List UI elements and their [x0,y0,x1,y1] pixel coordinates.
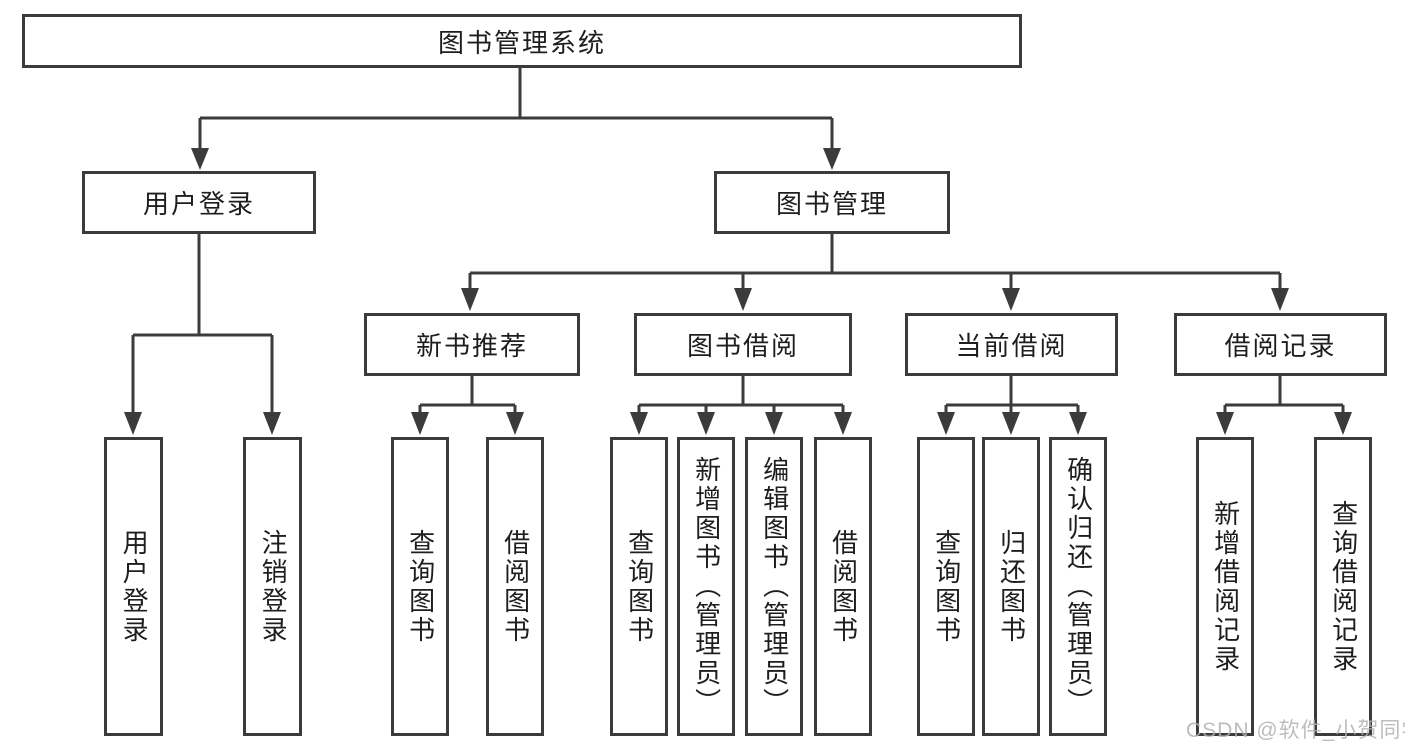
leaf-query-books-borrow: 查询图书 [610,437,668,736]
leaf-edit-book-admin: 编辑图书（管理员） [745,437,803,736]
node-book-borrow: 图书借阅 [634,313,852,376]
leaf-query-books-current: 查询图书 [917,437,975,736]
leaf-query-books-recommend: 查询图书 [391,437,449,736]
arrowhead-book-management [823,148,841,170]
arrowhead-book-borrow [734,288,752,311]
leaf-query-borrow-record: 查询借阅记录 [1314,437,1372,736]
leaf-borrow-books: 借阅图书 [814,437,872,736]
leaf-add-book-admin: 新增图书（管理员） [677,437,735,736]
node-borrow-records: 借阅记录 [1174,313,1387,376]
leaf-borrow-books-recommend: 借阅图书 [486,437,544,736]
arrowhead-user-login [191,148,209,170]
arrowhead-leaf-login [124,412,142,435]
arrowhead-current-borrow [1002,288,1020,311]
arrowhead-new-book [461,288,479,311]
node-current-borrow: 当前借阅 [905,313,1118,376]
leaf-confirm-return-admin: 确认归还（管理员） [1049,437,1107,736]
leaf-user-login: 用户登录 [104,437,163,736]
arrowhead-borrow-records [1271,288,1289,311]
node-new-book-recommend: 新书推荐 [364,313,580,376]
leaf-logout: 注销登录 [243,437,302,736]
leaf-return-books: 归还图书 [982,437,1040,736]
leaf-add-borrow-record: 新增借阅记录 [1196,437,1254,736]
node-user-login: 用户登录 [82,171,316,234]
node-library-system: 图书管理系统 [22,14,1022,68]
csdn-watermark: CSDN @软件_小贺同学 [1186,719,1405,742]
node-book-management: 图书管理 [714,171,950,234]
arrowhead-leaf-logout [263,412,281,435]
